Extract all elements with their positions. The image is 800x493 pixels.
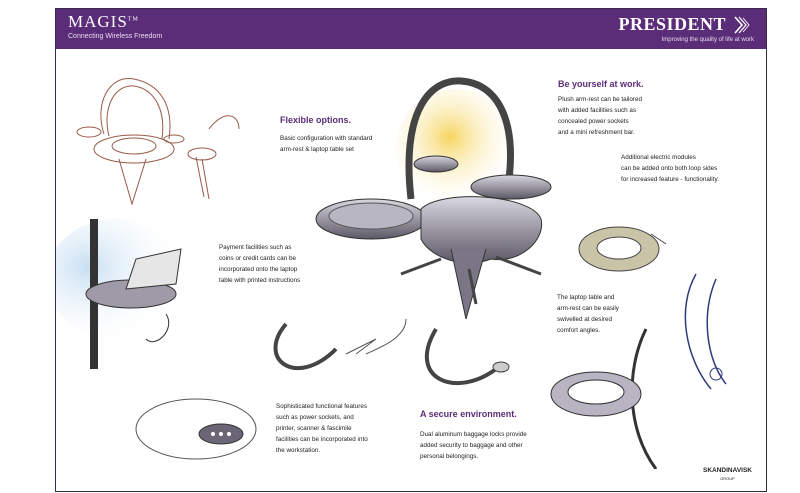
flexible-options-title: Flexible options. [280, 115, 352, 125]
trademark: TM [127, 16, 139, 23]
magis-logo: MAGISTM [68, 12, 139, 32]
secure-environment-title: A secure environment. [420, 409, 517, 419]
skandinavisk-name: SKANDINAVISK [703, 467, 752, 474]
baggage-lock-sketch [550, 273, 727, 469]
presentation-board: MAGISTM Connecting Wireless Freedom PRES… [55, 8, 767, 492]
console-sketch [135, 398, 257, 460]
president-mark-icon [734, 16, 750, 34]
ring-module-sketch [578, 226, 667, 272]
sketch-top-left [76, 78, 240, 206]
payment-facilities-text: Payment facilities such as coins or cred… [219, 244, 301, 284]
president-logo: PRESIDENT [618, 14, 726, 34]
functional-features-text: Sophisticated functional features such a… [276, 403, 368, 454]
electric-modules-text: Additional electric modules can be added… [621, 154, 719, 183]
armrest-swivel-sketch [273, 318, 510, 386]
laptop-table-text: The laptop table and arm-rest can be eas… [557, 294, 619, 334]
magis-tagline: Connecting Wireless Freedom [68, 33, 163, 40]
main-chair-rendering [315, 77, 552, 320]
be-yourself-title: Be yourself at work. [558, 79, 644, 89]
header-bar: MAGISTM Connecting Wireless Freedom PRES… [56, 9, 766, 49]
secure-environment-text: Dual aluminum baggage locks provide adde… [420, 431, 527, 460]
laptop-table-sketch [56, 219, 186, 369]
president-tagline: Improving the quality of life at work [661, 37, 754, 43]
flexible-options-text: Basic configuration with standard arm-re… [280, 135, 373, 153]
magis-brand: MAGIS [68, 12, 128, 31]
skandinavisk-logo: SKANDINAVISK GROUP [703, 467, 752, 483]
be-yourself-text: Plush arm-rest can be tailored with adde… [558, 96, 642, 136]
skandinavisk-group: GROUP [720, 476, 735, 481]
